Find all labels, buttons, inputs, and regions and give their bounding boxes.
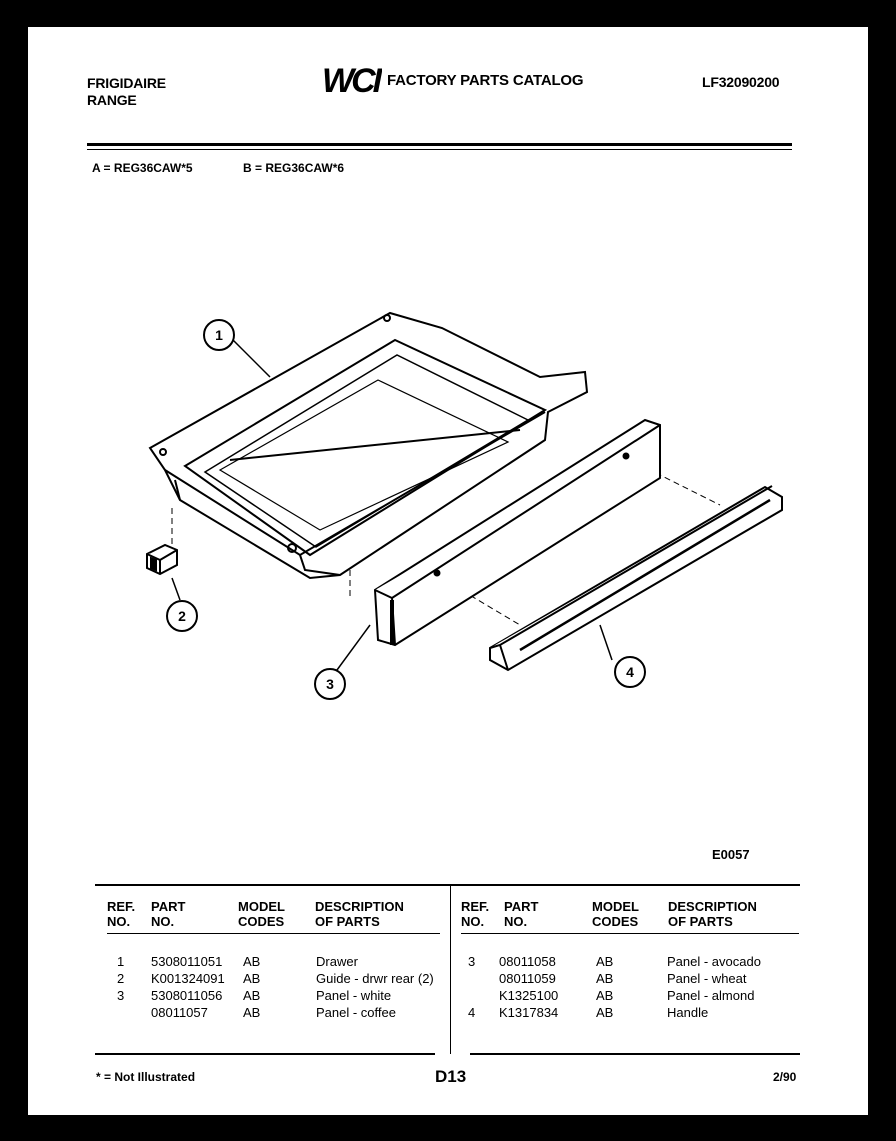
right-row2-model: AB xyxy=(596,971,614,986)
table-top-rule xyxy=(95,884,800,886)
right-header-rule xyxy=(461,933,799,934)
callout-4: 4 xyxy=(614,656,646,688)
leader-lines xyxy=(171,336,613,671)
callout-2: 2 xyxy=(166,600,198,632)
left-row4-model: AB xyxy=(243,1005,261,1020)
right-row3-desc: Panel - almond xyxy=(667,988,755,1003)
left-row4-part: 08011057 xyxy=(151,1005,208,1020)
table-divider xyxy=(450,884,451,1054)
callout-3: 3 xyxy=(314,668,346,700)
product-type: RANGE xyxy=(87,92,137,108)
left-row1-part: 5308011051 xyxy=(151,954,223,969)
right-row1-part: 08011058 xyxy=(499,954,556,969)
right-ref-header: REF.NO. xyxy=(461,899,490,929)
figure-code: E0057 xyxy=(712,847,750,862)
right-row2-desc: Panel - wheat xyxy=(667,971,747,986)
callout-1: 1 xyxy=(203,319,235,351)
parts-diagram xyxy=(146,311,783,672)
brand-name: FRIGIDAIRE xyxy=(87,75,166,91)
right-row2-part: 08011059 xyxy=(499,971,556,986)
right-row4-ref: 4 xyxy=(468,1005,476,1020)
left-ref-header: REF.NO. xyxy=(107,899,136,929)
left-row2-part: K001324091 xyxy=(151,971,225,986)
right-row1-ref: 3 xyxy=(468,954,476,969)
model-b: B = REG36CAW*6 xyxy=(243,161,345,175)
footer-rule-right xyxy=(470,1053,800,1055)
left-row1-desc: Drawer xyxy=(316,954,358,969)
alignment-lines xyxy=(171,454,721,626)
left-row2-desc: Guide - drwr rear (2) xyxy=(316,971,434,986)
model-a: A = REG36CAW*5 xyxy=(92,161,193,175)
left-row3-desc: Panel - white xyxy=(316,988,392,1003)
left-row2-ref: 2 xyxy=(117,971,125,986)
left-row1-ref: 1 xyxy=(117,954,125,969)
logo-text: WCI xyxy=(322,62,382,96)
right-row4-part: K1317834 xyxy=(499,1005,559,1020)
left-row3-ref: 3 xyxy=(117,988,125,1003)
right-row1-model: AB xyxy=(596,954,614,969)
revision-date: 2/90 xyxy=(773,1070,797,1084)
right-row3-part: K1325100 xyxy=(499,988,559,1003)
left-row3-model: AB xyxy=(243,988,261,1003)
wci-logo: WCI xyxy=(322,62,387,100)
header-rule xyxy=(87,143,792,146)
left-row1-model: AB xyxy=(243,954,261,969)
left-row4-desc: Panel - coffee xyxy=(316,1005,396,1020)
drawer-illustration xyxy=(148,311,589,580)
right-row4-model: AB xyxy=(596,1005,614,1020)
right-row1-desc: Panel - avocado xyxy=(667,954,761,969)
guide-illustration xyxy=(146,543,178,576)
panel-illustration xyxy=(373,418,661,647)
catalog-number: LF32090200 xyxy=(702,74,780,90)
right-row3-model: AB xyxy=(596,988,614,1003)
footnote: * = Not Illustrated xyxy=(96,1070,196,1084)
right-row4-desc: Handle xyxy=(667,1005,709,1020)
left-row2-model: AB xyxy=(243,971,261,986)
catalog-title: FACTORY PARTS CATALOG xyxy=(387,72,584,89)
page-number: D13 xyxy=(435,1067,467,1086)
left-row3-part: 5308011056 xyxy=(151,988,223,1003)
left-header-rule xyxy=(107,933,440,934)
header-rule-thin xyxy=(87,149,792,150)
handle-illustration xyxy=(489,485,783,672)
footer-rule-left xyxy=(95,1053,435,1055)
